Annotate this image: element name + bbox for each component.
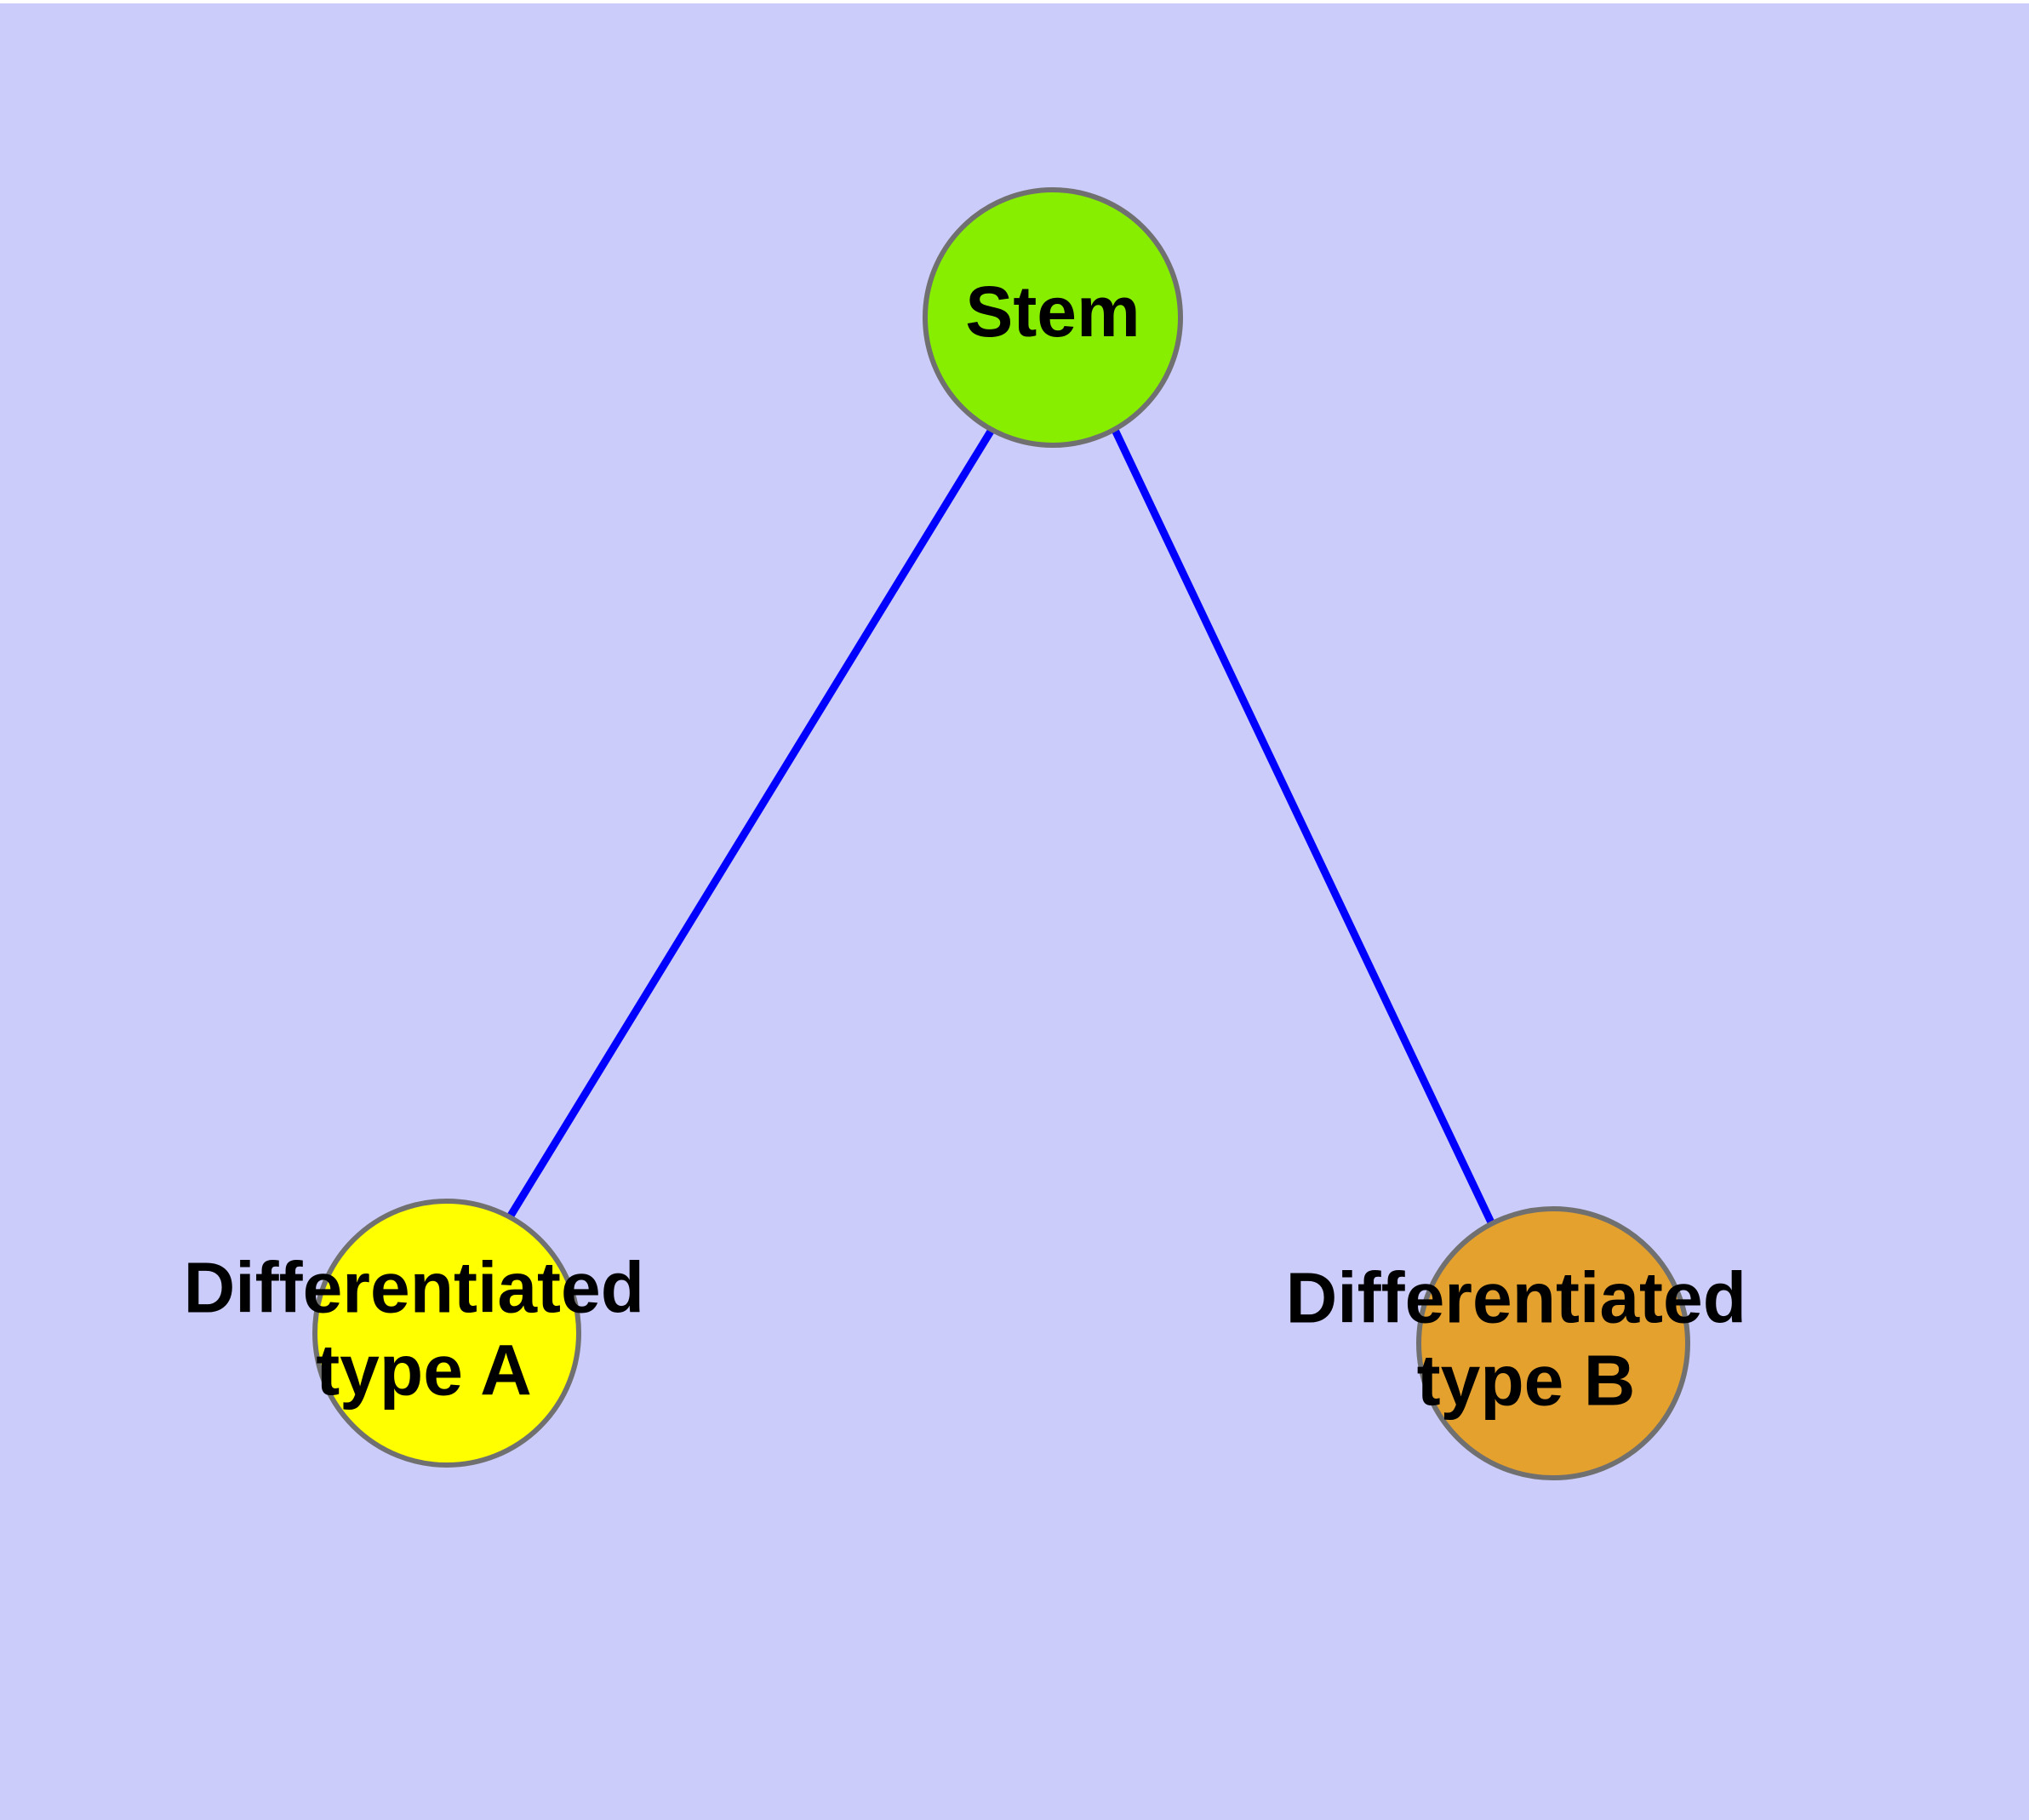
edge-stem-to-differentiated-type-a[interactable] <box>507 427 995 1218</box>
node-label-differentiated-type-b-line2: type B <box>1417 1341 1636 1421</box>
node-label-stem-line1: Stem <box>965 272 1140 352</box>
labels-group: Stem Differentiated type A Differentiate… <box>184 272 1767 1421</box>
node-stem[interactable] <box>923 187 1183 448</box>
edges-group <box>507 427 1495 1224</box>
node-differentiated-type-b[interactable] <box>1416 1206 1690 1480</box>
node-label-differentiated-type-b: Differentiated type B <box>1286 1257 1767 1420</box>
node-label-differentiated-type-b-line1: Differentiated <box>1286 1257 1746 1337</box>
node-label-differentiated-type-a-line1: Differentiated <box>184 1247 644 1327</box>
nodes-group <box>312 187 1690 1480</box>
node-label-stem: Stem <box>965 272 1140 352</box>
node-label-differentiated-type-a-line2: type A <box>316 1331 532 1411</box>
node-label-differentiated-type-a: Differentiated type A <box>184 1247 665 1410</box>
node-differentiated-type-a[interactable] <box>312 1199 581 1468</box>
edge-stem-to-differentiated-type-b[interactable] <box>1111 428 1495 1224</box>
